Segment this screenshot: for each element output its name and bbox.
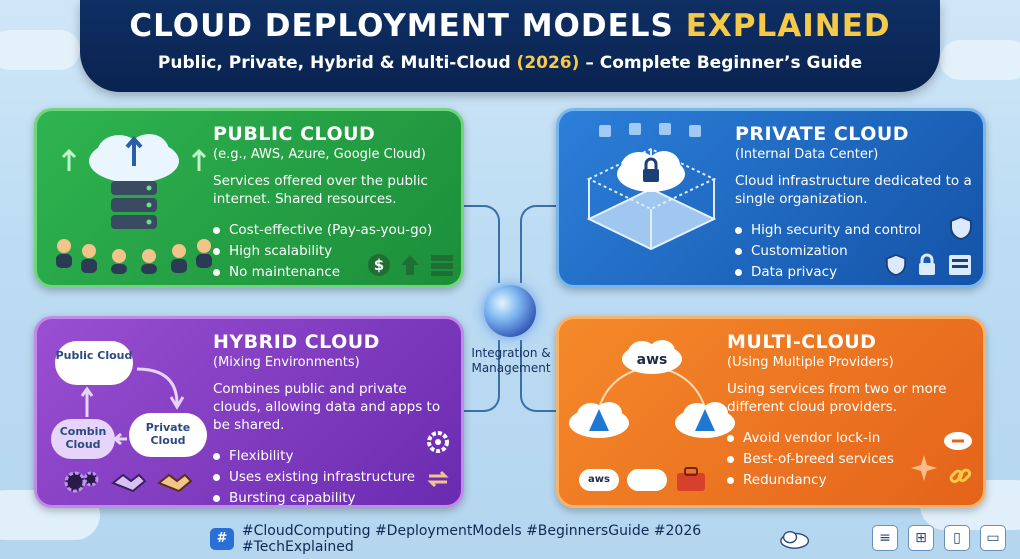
server-icon xyxy=(949,255,971,275)
sync-icon xyxy=(427,470,449,488)
public-cloud-illustration xyxy=(56,134,212,274)
svg-text:$: $ xyxy=(374,256,384,274)
gears-icon xyxy=(64,471,99,493)
public-cloud-bubble: Public Cloud xyxy=(55,341,133,385)
private-cloud-card: PRIVATE CLOUD (Internal Data Center) Clo… xyxy=(556,108,986,288)
gear-icon xyxy=(427,431,449,453)
subtitle-pre: Public, Private, Hybrid & Multi-Cloud xyxy=(157,53,517,73)
aws-logo-text: aws xyxy=(637,352,668,368)
public-cloud-title: PUBLIC CLOUD xyxy=(213,123,376,145)
integration-management-label: Integration & Management xyxy=(471,346,551,375)
hybrid-cloud-benefits: Flexibility Uses existing infrastructure… xyxy=(213,446,458,505)
hashtag-footer: # #CloudComputing #DeploymentModels #Beg… xyxy=(210,523,810,555)
title-highlight: EXPLAINED xyxy=(685,8,891,44)
connector-top-left xyxy=(464,205,500,283)
hybrid-cloud-description: Combines public and private clouds, allo… xyxy=(213,381,441,433)
toolbox-icon xyxy=(677,467,705,491)
list-item: Avoid vendor lock-in xyxy=(727,428,982,449)
public-cloud-benefits: Cost-effective (Pay-as-you-go) High scal… xyxy=(213,220,458,283)
arrow-up-icon xyxy=(401,255,419,275)
private-cloud-title: PRIVATE CLOUD xyxy=(735,123,910,145)
shield-icon xyxy=(950,215,972,241)
subtitle-year: (2026) xyxy=(516,53,580,73)
background-cloud xyxy=(940,40,1020,80)
header-banner: CLOUD DEPLOYMENT MODELS EXPLAINED Public… xyxy=(80,0,940,92)
list-item: Data privacy xyxy=(735,262,980,283)
hybrid-cloud-card: Public Cloud Combin Cloud Private Cloud … xyxy=(34,316,464,508)
list-item: High security and control xyxy=(735,220,980,241)
database-icon: ≡ xyxy=(872,525,898,551)
list-item: Customization xyxy=(735,241,980,262)
cloud-icon xyxy=(779,530,809,549)
title-main: CLOUD DEPLOYMENT MODELS xyxy=(129,8,686,44)
dollar-icon: $ xyxy=(368,254,390,276)
sync-arrows-illustration xyxy=(80,367,185,446)
public-cloud-description: Services offered over the public interne… xyxy=(213,173,428,207)
list-item: Best-of-breed services xyxy=(727,449,982,470)
mobile-icon: ▯ xyxy=(944,525,970,551)
shield-icon xyxy=(885,253,907,277)
public-cloud-examples: (e.g., AWS, Azure, Google Cloud) xyxy=(213,147,426,162)
public-cloud-card: PUBLIC CLOUD (e.g., AWS, Azure, Google C… xyxy=(34,108,464,288)
monitor-icon: ▭ xyxy=(980,525,1006,551)
cloud-icon xyxy=(627,469,667,491)
list-item: High scalability xyxy=(213,241,458,262)
handshake-icon xyxy=(157,473,193,493)
list-item: Flexibility xyxy=(213,446,458,467)
hybrid-cloud-subtitle: (Mixing Environments) xyxy=(213,355,360,370)
multi-cloud-subtitle: (Using Multiple Providers) xyxy=(727,355,894,370)
multi-cloud-illustration: aws xyxy=(569,340,735,438)
subtitle-post: – Complete Beginner’s Guide xyxy=(579,53,863,73)
handshake-icon xyxy=(111,473,147,493)
multi-cloud-benefits: Avoid vendor lock-in Best-of-breed servi… xyxy=(727,428,982,491)
page-subtitle: Public, Private, Hybrid & Multi-Cloud (2… xyxy=(80,53,940,73)
private-cloud-subtitle: (Internal Data Center) xyxy=(735,147,879,162)
combin-cloud-bubble: Combin Cloud xyxy=(51,419,115,459)
network-icon: ⊞ xyxy=(908,525,934,551)
page-title: CLOUD DEPLOYMENT MODELS EXPLAINED xyxy=(80,8,940,44)
connector-bottom-left xyxy=(464,340,500,412)
list-item: No maintenance xyxy=(213,262,458,283)
bottom-right-icons: ≡ ⊞ ▯ ▭ xyxy=(872,525,1006,551)
connector-bottom-right xyxy=(520,340,556,412)
multi-cloud-title: MULTI-CLOUD xyxy=(727,331,877,353)
multi-cloud-card: aws aws MULTI-CLOUD (Using Multiple Prov… xyxy=(556,316,986,508)
integration-hub-orb xyxy=(484,285,536,337)
multi-cloud-description: Using services from two or more differen… xyxy=(727,381,947,415)
link-icon xyxy=(949,468,972,484)
hashtag-text: #CloudComputing #DeploymentModels #Begin… xyxy=(241,523,702,555)
private-cloud-benefits: High security and control Customization … xyxy=(735,220,980,283)
server-icon xyxy=(431,255,453,276)
private-cloud-description: Cloud infrastructure dedicated to a sing… xyxy=(735,173,972,207)
private-cloud-illustration xyxy=(586,123,717,251)
lock-icon xyxy=(919,253,935,275)
hybrid-cloud-title: HYBRID CLOUD xyxy=(213,331,380,353)
list-item: Cost-effective (Pay-as-you-go) xyxy=(213,220,458,241)
list-item: Redundancy xyxy=(727,470,982,491)
aws-small-cloud: aws xyxy=(579,469,619,491)
background-cloud xyxy=(0,30,80,70)
list-item: Uses existing infrastructure xyxy=(213,467,458,488)
private-cloud-bubble: Private Cloud xyxy=(129,413,207,457)
list-item: Bursting capability xyxy=(213,488,458,505)
connector-top-right xyxy=(520,205,556,283)
sparkle-icon xyxy=(911,455,937,481)
hashtag-badge: # xyxy=(210,528,234,550)
link-cloud-icon xyxy=(944,432,972,450)
